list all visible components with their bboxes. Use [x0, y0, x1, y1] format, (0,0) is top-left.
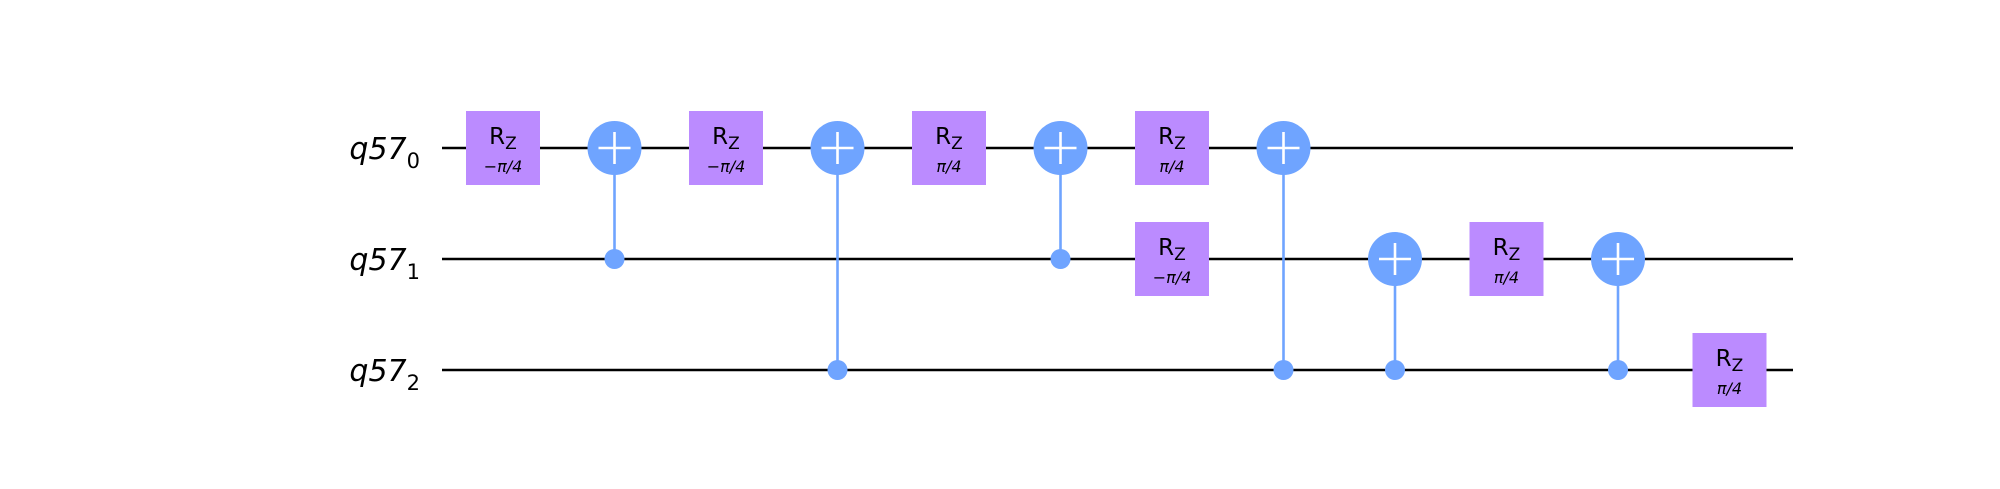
- control-dot: [827, 360, 848, 380]
- rz-gate-name: RZ: [1158, 235, 1186, 265]
- qubit-register-name: q57: [349, 354, 406, 389]
- rz-gate-name: RZ: [489, 124, 517, 154]
- gate-name-main: R: [489, 124, 505, 150]
- rz-gate-name: RZ: [1493, 235, 1521, 265]
- gate-name-subscript: Z: [951, 134, 963, 154]
- gate-name-subscript: Z: [1509, 245, 1521, 265]
- control-dot: [1050, 249, 1071, 269]
- cnot-gate: [587, 121, 642, 269]
- qubit-label-1: q571: [349, 243, 420, 284]
- rz-gate-parameter: π/4: [1159, 157, 1184, 176]
- rz-gate: RZ −π/4: [1135, 222, 1209, 296]
- qubit-index: 0: [407, 149, 420, 173]
- gate-name-main: R: [935, 124, 951, 150]
- cnot-gate: [1256, 121, 1311, 380]
- rz-gate-box: [1135, 222, 1209, 296]
- rz-gate-box: [1135, 111, 1209, 185]
- qubit-index: 1: [407, 260, 420, 284]
- rz-gate-box: [912, 111, 986, 185]
- qubit-index: 2: [407, 371, 420, 395]
- rz-gate-parameter: −π/4: [1153, 268, 1192, 287]
- rz-gate-name: RZ: [935, 124, 963, 154]
- rz-gate-parameter: π/4: [936, 157, 961, 176]
- qubit-label-0: q570: [349, 132, 420, 173]
- gate-name-subscript: Z: [1174, 134, 1186, 154]
- qubit-wires: [442, 146, 1793, 372]
- rz-gate: RZπ/4: [912, 111, 986, 185]
- qubit-register-name: q57: [349, 243, 406, 278]
- gate-name-main: R: [1493, 235, 1509, 261]
- control-dot: [604, 249, 625, 269]
- rz-gate: RZπ/4: [1692, 333, 1767, 407]
- gate-name-main: R: [1158, 235, 1174, 261]
- gate-name-subscript: Z: [1174, 245, 1186, 265]
- cnot-gate: [1591, 232, 1645, 380]
- rz-gate-name: RZ: [1716, 346, 1744, 376]
- rz-gate-parameter: −π/4: [484, 157, 523, 176]
- cnot-gate: [1368, 232, 1422, 380]
- gate-name-subscript: Z: [1732, 356, 1744, 376]
- gate-name-subscript: Z: [728, 134, 740, 154]
- rz-gate: RZ −π/4: [689, 111, 763, 185]
- qubit-label-2: q572: [349, 354, 420, 395]
- gate-name-main: R: [712, 124, 728, 150]
- control-dot: [1273, 360, 1294, 380]
- rz-gate-box: [689, 111, 763, 185]
- rz-gate-parameter: π/4: [1717, 379, 1742, 398]
- cnot-gate: [1033, 121, 1088, 269]
- rz-gate: RZπ/4: [1469, 222, 1544, 296]
- rz-gate-name: RZ: [1158, 124, 1186, 154]
- rz-gate-parameter: −π/4: [707, 157, 746, 176]
- gate-name-main: R: [1158, 124, 1174, 150]
- rz-gate: RZπ/4: [1135, 111, 1209, 185]
- control-dot: [1608, 360, 1628, 380]
- gate-name-main: R: [1716, 346, 1732, 372]
- rz-gate-name: RZ: [712, 124, 740, 154]
- rz-gate-box: [466, 111, 540, 185]
- rz-gate-box: [1469, 222, 1544, 296]
- rz-gate-parameter: π/4: [1494, 268, 1519, 287]
- gate-name-subscript: Z: [505, 134, 517, 154]
- cnot-gate: [810, 121, 865, 380]
- qubit-register-name: q57: [349, 132, 406, 167]
- control-dot: [1385, 360, 1405, 380]
- rz-gate-box: [1692, 333, 1767, 407]
- rz-gate: RZ −π/4: [466, 111, 540, 185]
